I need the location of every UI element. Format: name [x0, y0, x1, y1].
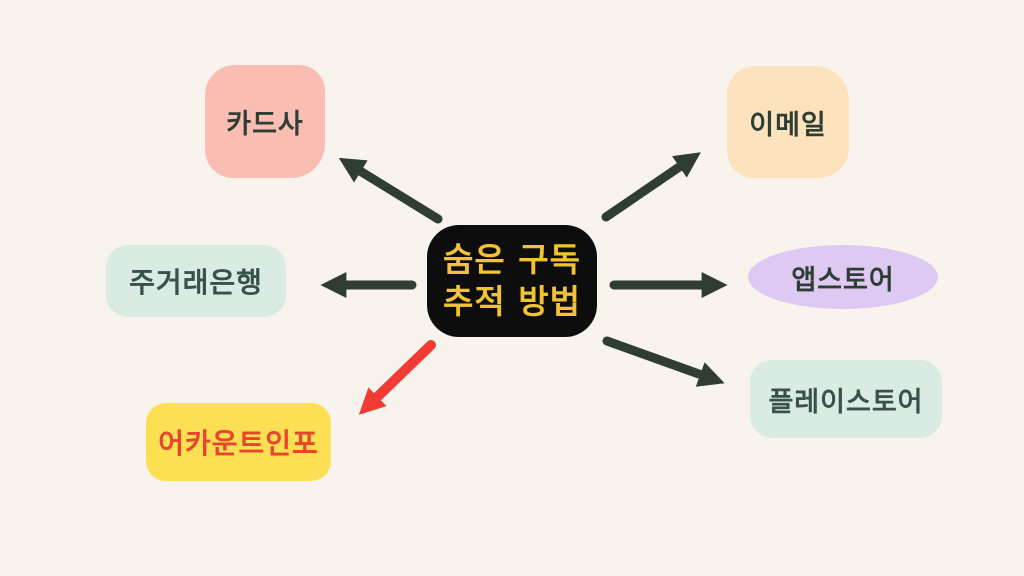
node-account-info: 어카운트인포: [146, 403, 331, 481]
node-email-label: 이메일: [749, 109, 827, 141]
node-play-store: 플레이스토어: [750, 360, 942, 438]
node-app-store: 앱스토어: [748, 245, 938, 309]
node-main-bank-label: 주거래은행: [129, 266, 263, 299]
node-card-company-label: 카드사: [226, 109, 304, 140]
center-topic-label-line1: 숨은 구독: [443, 239, 581, 279]
arrow-center-to-account-info: [358, 340, 436, 415]
arrow-center-to-play-store: [602, 336, 725, 387]
arrow-center-to-card-company: [338, 157, 443, 224]
node-account-info-label: 어카운트인포: [158, 427, 319, 460]
node-card-company: 카드사: [205, 65, 325, 178]
node-main-bank: 주거래은행: [106, 245, 286, 317]
node-center-topic: 숨은 구독 추적 방법: [427, 225, 597, 337]
node-play-store-label: 플레이스토어: [768, 386, 924, 418]
node-email: 이메일: [727, 66, 849, 178]
center-topic-label-line2: 추적 방법: [443, 282, 581, 321]
arrow-center-to-email: [601, 152, 701, 222]
node-app-store-label: 앱스토어: [791, 264, 895, 296]
